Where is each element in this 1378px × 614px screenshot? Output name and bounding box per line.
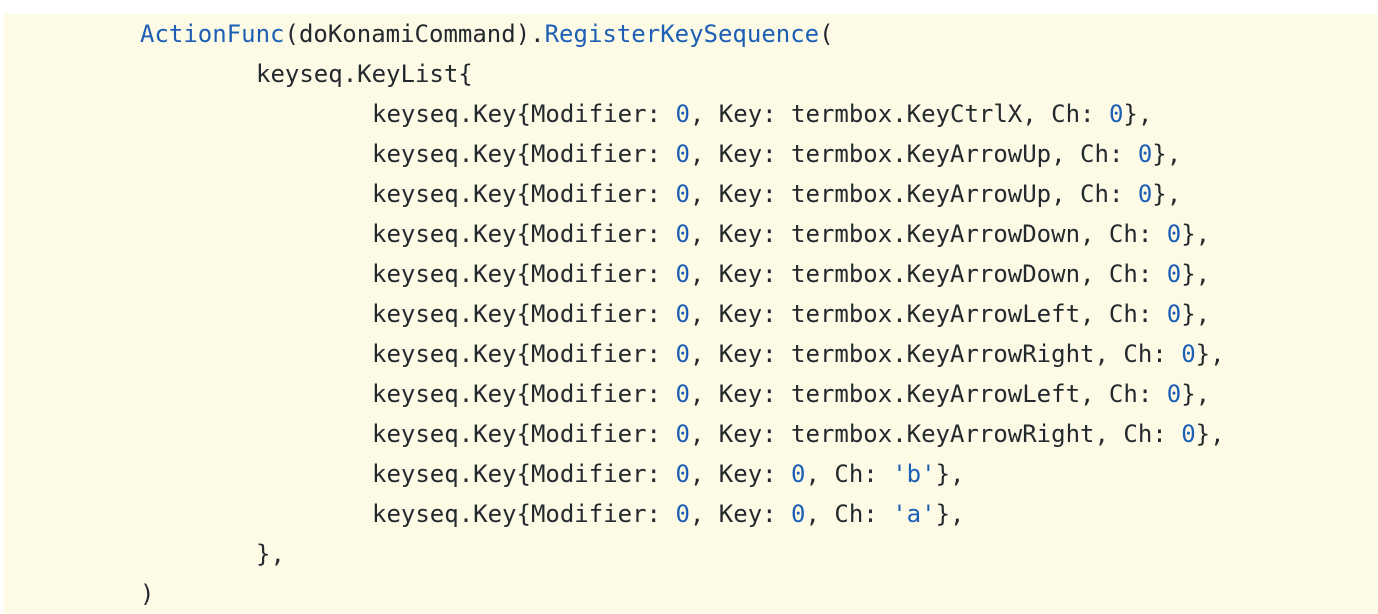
modifier-value: 0 xyxy=(675,500,690,528)
entry-suffix: }, xyxy=(1181,220,1211,248)
ch-label: , Ch: xyxy=(1080,220,1167,248)
entry-suffix: }, xyxy=(1181,380,1211,408)
entry-suffix: }, xyxy=(935,500,965,528)
key-label: , Key: xyxy=(689,460,792,488)
key-entry-prefix: keyseq.Key{Modifier: xyxy=(372,420,676,448)
key-label: , Key: xyxy=(689,180,792,208)
key-entry-prefix: keyseq.Key{Modifier: xyxy=(372,100,676,128)
code-line-keylist-open: keyseq.KeyList{ xyxy=(256,60,473,88)
key-value: termbox.KeyArrowDown xyxy=(791,260,1081,288)
entry-suffix: }, xyxy=(1181,300,1211,328)
register-key-sequence-identifier: RegisterKeySequence xyxy=(544,20,820,48)
key-label: , Key: xyxy=(689,380,792,408)
ch-value: 0 xyxy=(1108,100,1124,128)
key-value: termbox.KeyArrowUp xyxy=(791,140,1052,168)
key-label: , Key: xyxy=(689,420,792,448)
action-func-identifier: ActionFunc xyxy=(140,20,285,48)
ch-label: , Ch: xyxy=(1094,420,1182,448)
entry-suffix: }, xyxy=(1152,140,1182,168)
key-label: , Key: xyxy=(689,100,792,128)
key-value: termbox.KeyCtrlX xyxy=(791,100,1023,128)
modifier-value: 0 xyxy=(675,180,690,208)
key-value: 0 xyxy=(791,500,806,528)
code-line-key-entry: keyseq.Key{Modifier: 0, Key: termbox.Key… xyxy=(372,334,1225,374)
entry-suffix: }, xyxy=(1195,340,1225,368)
code-line-key-entry: keyseq.Key{Modifier: 0, Key: termbox.Key… xyxy=(372,94,1152,134)
open-paren: ( xyxy=(819,20,834,48)
entry-suffix: }, xyxy=(935,460,965,488)
code-line-char-entry: keyseq.Key{Modifier: 0, Key: 0, Ch: 'a'}… xyxy=(372,494,964,534)
ch-label: , Ch: xyxy=(1080,380,1167,408)
key-entry-prefix: keyseq.Key{Modifier: xyxy=(372,220,676,248)
code-line-char-entry: keyseq.Key{Modifier: 0, Key: 0, Ch: 'b'}… xyxy=(372,454,964,494)
ch-label: , Ch: xyxy=(805,460,893,488)
modifier-value: 0 xyxy=(675,420,690,448)
code-line-key-entry: keyseq.Key{Modifier: 0, Key: termbox.Key… xyxy=(372,254,1210,294)
ch-value: 0 xyxy=(1166,380,1182,408)
ch-value: 0 xyxy=(1166,300,1182,328)
key-value: termbox.KeyArrowLeft xyxy=(791,300,1081,328)
modifier-value: 0 xyxy=(675,220,690,248)
modifier-value: 0 xyxy=(675,260,690,288)
modifier-value: 0 xyxy=(675,100,690,128)
key-entry-prefix: keyseq.Key{Modifier: xyxy=(372,460,676,488)
entry-suffix: }, xyxy=(1181,260,1211,288)
key-entry-prefix: keyseq.Key{Modifier: xyxy=(372,140,676,168)
code-line-key-entry: keyseq.Key{Modifier: 0, Key: termbox.Key… xyxy=(372,174,1181,214)
key-entry-prefix: keyseq.Key{Modifier: xyxy=(372,300,676,328)
ch-label: , Ch: xyxy=(1022,100,1109,128)
key-label: , Key: xyxy=(689,140,792,168)
key-entry-prefix: keyseq.Key{Modifier: xyxy=(372,340,676,368)
ch-label: , Ch: xyxy=(1080,260,1167,288)
ch-value: 0 xyxy=(1137,140,1153,168)
key-label: , Key: xyxy=(689,220,792,248)
key-value: termbox.KeyArrowUp xyxy=(791,180,1052,208)
key-entry-prefix: keyseq.Key{Modifier: xyxy=(372,380,676,408)
ch-label: , Ch: xyxy=(1094,340,1182,368)
ch-value: 'a' xyxy=(892,500,936,528)
ch-label: , Ch: xyxy=(1051,180,1138,208)
entry-suffix: }, xyxy=(1123,100,1153,128)
code-line-key-entry: keyseq.Key{Modifier: 0, Key: termbox.Key… xyxy=(372,374,1210,414)
action-func-argument: (doKonamiCommand). xyxy=(284,20,545,48)
key-entry-prefix: keyseq.Key{Modifier: xyxy=(372,260,676,288)
code-line-key-entry: keyseq.Key{Modifier: 0, Key: termbox.Key… xyxy=(372,414,1225,454)
key-value: termbox.KeyArrowRight xyxy=(791,420,1095,448)
modifier-value: 0 xyxy=(675,340,690,368)
ch-value: 0 xyxy=(1181,420,1196,448)
ch-value: 0 xyxy=(1181,340,1196,368)
key-value: termbox.KeyArrowRight xyxy=(791,340,1095,368)
modifier-value: 0 xyxy=(675,460,690,488)
code-line-key-entry: keyseq.Key{Modifier: 0, Key: termbox.Key… xyxy=(372,214,1210,254)
ch-value: 'b' xyxy=(892,460,936,488)
ch-value: 0 xyxy=(1166,220,1182,248)
key-value: termbox.KeyArrowDown xyxy=(791,220,1081,248)
ch-value: 0 xyxy=(1166,260,1182,288)
key-value: termbox.KeyArrowLeft xyxy=(791,380,1081,408)
code-panel: ActionFunc(doKonamiCommand).RegisterKeyS… xyxy=(4,14,1378,614)
code-line-call-close: ) xyxy=(140,580,155,608)
modifier-value: 0 xyxy=(675,300,690,328)
key-entry-prefix: keyseq.Key{Modifier: xyxy=(372,500,676,528)
entry-suffix: }, xyxy=(1152,180,1182,208)
code-line-action-func: ActionFunc(doKonamiCommand).RegisterKeyS… xyxy=(140,14,834,54)
key-label: , Key: xyxy=(689,260,792,288)
modifier-value: 0 xyxy=(675,380,690,408)
code-line-key-entry: keyseq.Key{Modifier: 0, Key: termbox.Key… xyxy=(372,134,1181,174)
code-line-key-entry: keyseq.Key{Modifier: 0, Key: termbox.Key… xyxy=(372,294,1210,334)
code-line-keylist-close: }, xyxy=(256,540,285,568)
entry-suffix: }, xyxy=(1195,420,1225,448)
key-label: , Key: xyxy=(689,500,792,528)
key-entry-prefix: keyseq.Key{Modifier: xyxy=(372,180,676,208)
key-value: 0 xyxy=(791,460,806,488)
ch-label: , Ch: xyxy=(805,500,893,528)
ch-value: 0 xyxy=(1137,180,1153,208)
modifier-value: 0 xyxy=(675,140,690,168)
key-label: , Key: xyxy=(689,340,792,368)
key-label: , Key: xyxy=(689,300,792,328)
ch-label: , Ch: xyxy=(1051,140,1138,168)
ch-label: , Ch: xyxy=(1080,300,1167,328)
